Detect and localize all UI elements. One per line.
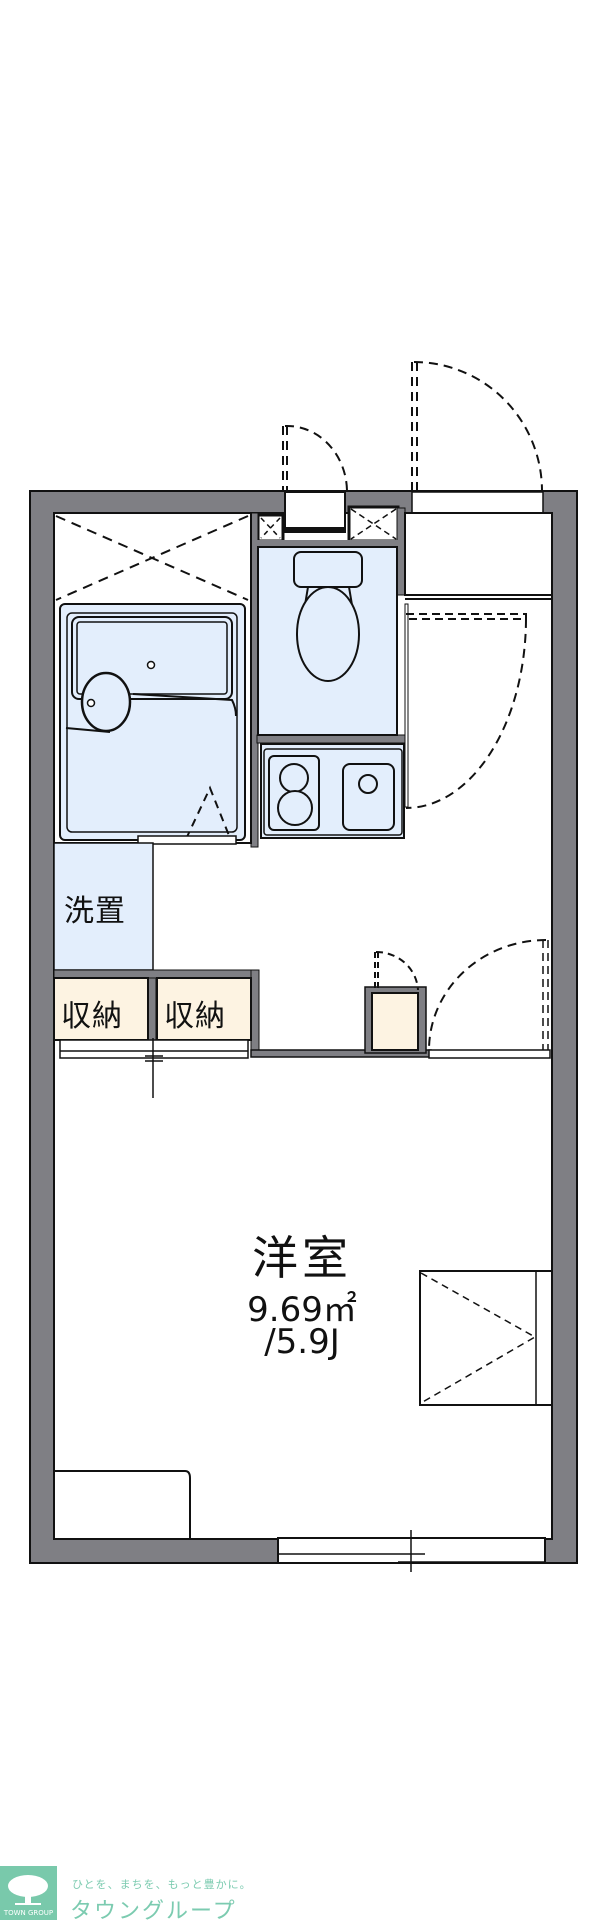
small-closet (364, 950, 427, 1054)
tree-icon (8, 1875, 48, 1905)
bed-outline (54, 1470, 191, 1540)
door-swings-top (282, 361, 543, 493)
company-name: タウングループ (70, 1899, 237, 1924)
kitchen (260, 743, 405, 839)
storage-2-label: 収納 (164, 999, 226, 1034)
bottom-window (277, 1530, 546, 1572)
western-room-area: 9.69㎡ (247, 1290, 357, 1330)
western-room-jo: /5.9J (264, 1322, 340, 1362)
logo-text: TOWN GROUP (3, 1909, 54, 1917)
room-side-window (419, 1270, 553, 1406)
town-group-logo: TOWN GROUP (0, 1866, 57, 1920)
entrance (404, 512, 553, 809)
western-room-label: 洋室 (252, 1231, 352, 1285)
tagline: ひとを、まちを、もっと豊かに。 (72, 1878, 252, 1891)
washer-space-label: 洗置 (64, 894, 126, 929)
top-openings (284, 491, 544, 533)
storage-1-label: 収納 (61, 999, 123, 1034)
bathroom (53, 512, 252, 845)
storage-walls (53, 969, 432, 1098)
room-door (428, 939, 551, 1059)
toilet-room (257, 546, 398, 736)
